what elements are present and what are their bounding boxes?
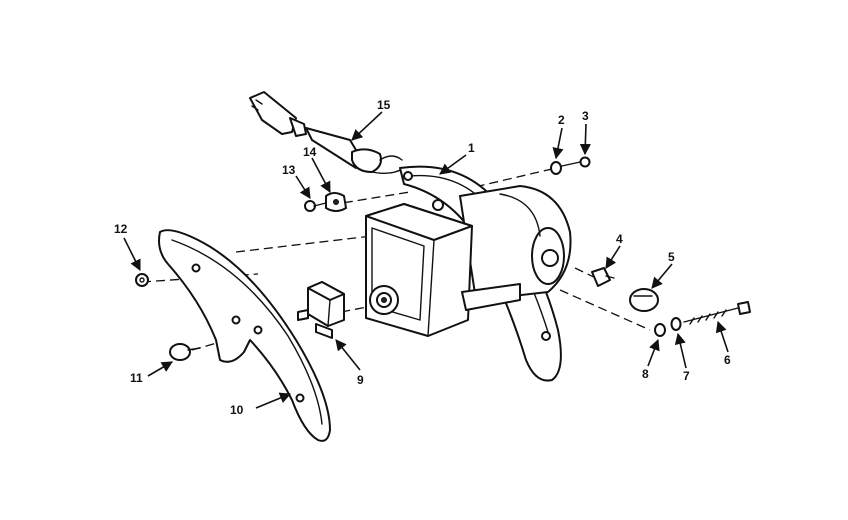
brush-cap bbox=[629, 288, 659, 312]
clamp-screw bbox=[304, 200, 327, 212]
switch-block bbox=[297, 281, 345, 339]
callout-4: 4 bbox=[616, 232, 623, 246]
callout-5: 5 bbox=[668, 250, 675, 264]
callout-2: 2 bbox=[558, 113, 565, 127]
callout-9: 9 bbox=[357, 373, 364, 387]
callout-8: 8 bbox=[642, 367, 649, 381]
carbon-brush bbox=[591, 267, 615, 287]
callout-1: 1 bbox=[468, 141, 475, 155]
knob bbox=[169, 343, 201, 361]
screw-top bbox=[561, 156, 591, 168]
callout-10: 10 bbox=[230, 403, 244, 417]
lock-washer bbox=[670, 317, 682, 331]
callout-14: 14 bbox=[303, 145, 317, 159]
callout-15: 15 bbox=[377, 98, 391, 112]
cord-clamp bbox=[325, 192, 347, 212]
long-bolt bbox=[683, 301, 751, 325]
callout-7: 7 bbox=[683, 369, 690, 383]
callout-11: 11 bbox=[130, 371, 143, 385]
callout-13: 13 bbox=[282, 163, 296, 177]
callout-6: 6 bbox=[724, 353, 731, 367]
power-cord-plug bbox=[249, 91, 405, 175]
callout-leaders bbox=[123, 111, 729, 409]
washer-flat bbox=[654, 323, 666, 337]
washer-top bbox=[550, 161, 562, 175]
left-blade-guard bbox=[158, 229, 331, 442]
callout-12: 12 bbox=[114, 222, 128, 236]
callout-labels: 1 2 3 4 5 6 7 8 9 10 11 12 13 14 15 bbox=[114, 98, 731, 417]
motor-body bbox=[459, 185, 572, 301]
callout-3: 3 bbox=[582, 109, 589, 123]
nut-left bbox=[135, 273, 149, 287]
gearbox-housing bbox=[365, 199, 521, 337]
